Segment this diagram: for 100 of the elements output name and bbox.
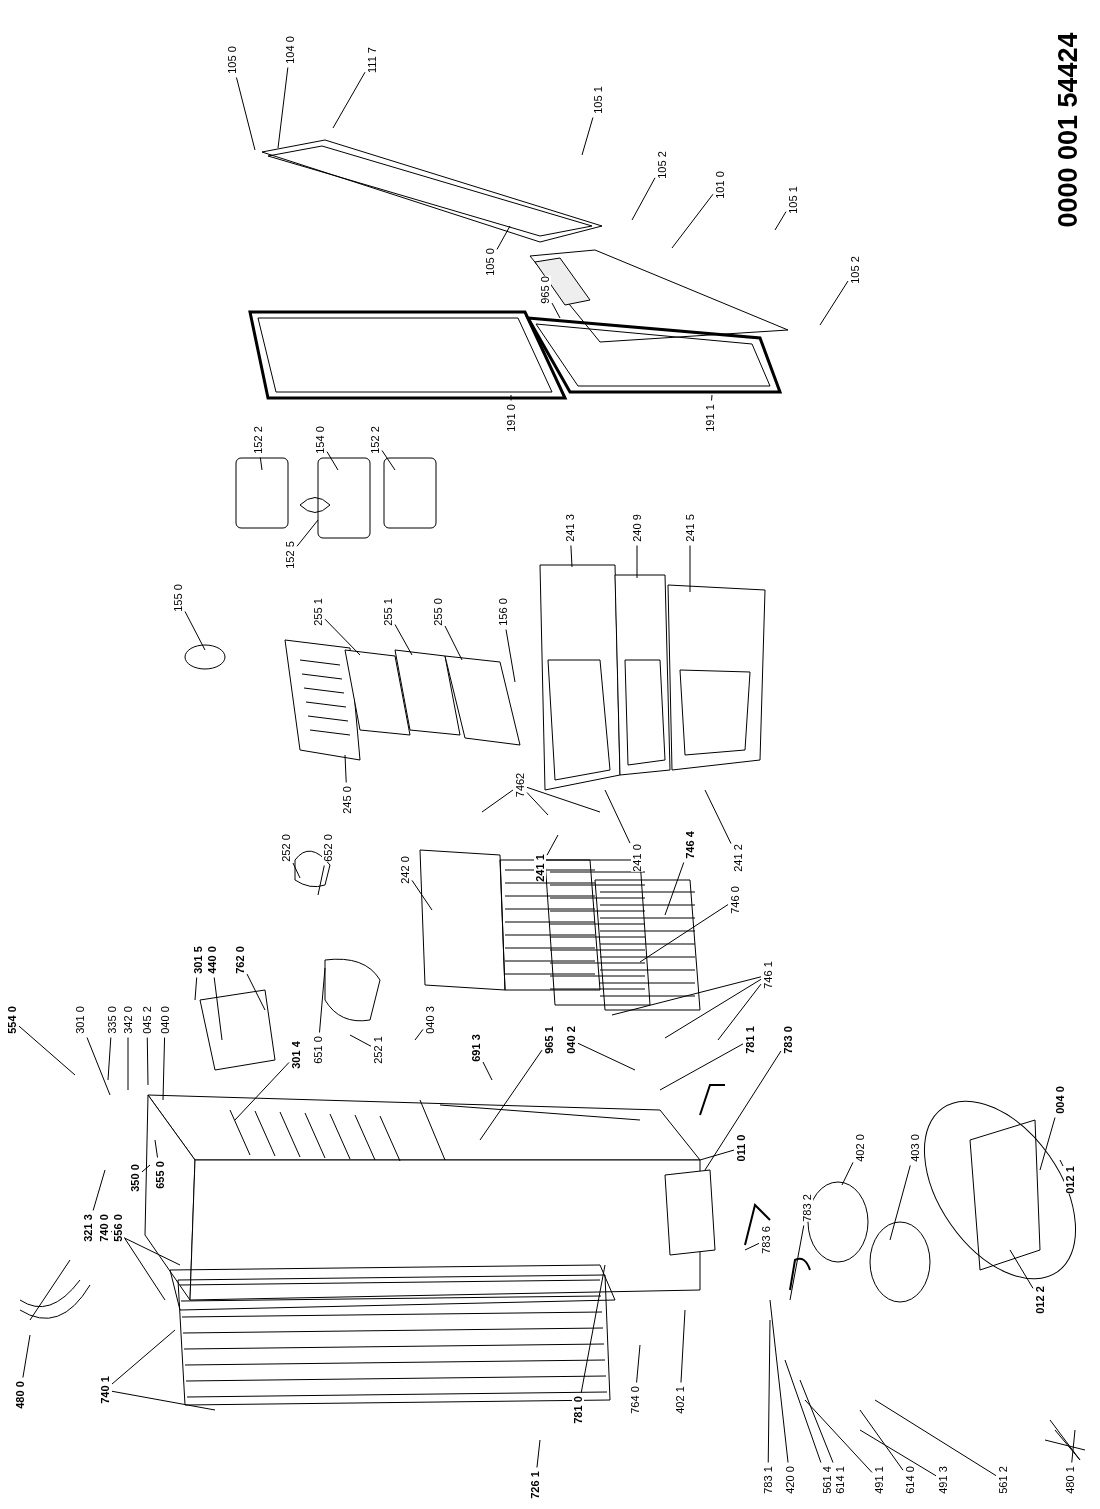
leader-line: [479, 1049, 543, 1141]
leader-line: [859, 1409, 904, 1471]
callout-number: 614 1: [834, 1466, 846, 1494]
callout-number: 255 1: [312, 598, 324, 626]
leader-line: [664, 978, 762, 1039]
callout-number: 152 2: [369, 426, 381, 454]
callout-number: 241 5: [684, 514, 696, 542]
callout-number: 156 0: [497, 598, 509, 626]
callout-number: 783 2: [801, 1194, 813, 1222]
callout-number: 781 0: [572, 1396, 584, 1424]
leader-line: [631, 177, 656, 221]
leader-line: [317, 865, 325, 896]
leader-line: [146, 1037, 149, 1086]
leader-line: [213, 977, 223, 1041]
leader-line: [611, 976, 762, 1016]
leader-line: [411, 879, 433, 911]
leader-line: [510, 394, 512, 401]
leader-line: [86, 1037, 111, 1096]
callout-number: 652 0: [322, 834, 334, 862]
leader-line: [570, 545, 573, 568]
leader-line: [324, 618, 361, 656]
callout-number: 004 0: [1054, 1086, 1066, 1114]
callout-number: 191 1: [704, 404, 716, 432]
callout-number: 350 0: [129, 1164, 141, 1192]
leader-line: [444, 625, 463, 661]
leader-line: [1009, 1249, 1034, 1289]
leader-line: [774, 211, 787, 231]
leader-line: [699, 1149, 735, 1161]
leader-line: [767, 1319, 771, 1463]
callout-number: 740 1: [99, 1376, 111, 1404]
leader-line: [789, 1225, 805, 1301]
leader-line: [235, 77, 256, 151]
callout-number: 561 4: [821, 1466, 833, 1494]
callout-number: 241 1: [534, 854, 546, 882]
leader-line: [154, 1139, 158, 1158]
callout-number: 746 1: [762, 961, 774, 989]
leader-line: [381, 450, 396, 471]
callout-number: 105 0: [484, 248, 496, 276]
callout-number: 764 0: [629, 1386, 641, 1414]
leader-line: [141, 1164, 151, 1173]
callout-number: 301 0: [74, 1006, 86, 1034]
leader-line: [394, 624, 413, 656]
callout-number: 040 3: [424, 1006, 436, 1034]
leader-line: [536, 1439, 541, 1468]
callout-number: 105 1: [592, 86, 604, 114]
leader-line: [482, 1061, 493, 1081]
leader-line: [639, 904, 729, 963]
callout-number: 783 0: [782, 1026, 794, 1054]
callout-number: 655 0: [154, 1161, 166, 1189]
leader-line: [481, 789, 514, 813]
callout-number: 240 9: [631, 514, 643, 542]
leader-line: [296, 519, 319, 547]
callout-number: 783 1: [762, 1466, 774, 1494]
leader-line: [671, 193, 714, 249]
callout-number: 335 0: [106, 1006, 118, 1034]
callout-number: 011 0: [735, 1134, 747, 1162]
leader-line: [784, 1359, 822, 1463]
leader-line: [799, 1379, 834, 1463]
callout-number: 105 2: [656, 151, 668, 179]
leader-line: [259, 457, 263, 471]
leader-line: [580, 1264, 606, 1393]
leader-line: [246, 973, 266, 1011]
leader-line: [111, 1329, 176, 1385]
callout-number: 104 0: [284, 36, 296, 64]
callout-number: 111 7: [366, 47, 378, 73]
callout-number: 491 3: [937, 1466, 949, 1494]
callout-number: 245 0: [341, 786, 353, 814]
leader-line: [1059, 1159, 1064, 1167]
callout-number: 651 0: [312, 1036, 324, 1064]
callout-number: 480 1: [1064, 1466, 1076, 1494]
callout-number: 691 3: [470, 1034, 482, 1062]
callout-number: 154 0: [314, 426, 326, 454]
leader-line: [234, 1061, 290, 1121]
leader-line: [664, 862, 685, 916]
leader-line: [127, 1037, 129, 1091]
leader-line: [22, 1334, 31, 1378]
callout-number: 762 0: [234, 946, 246, 974]
leader-line: [18, 1025, 76, 1076]
leader-line: [577, 1042, 636, 1071]
callout-number: 440 0: [206, 946, 218, 974]
leader-line: [326, 451, 339, 471]
leader-line: [744, 1242, 760, 1251]
leader-line: [717, 983, 762, 1041]
leader-line: [349, 1034, 372, 1047]
leader-line: [711, 394, 713, 401]
callout-number: 746 4: [684, 831, 696, 859]
callout-number: 040 0: [159, 1006, 171, 1034]
callout-number: 241 0: [631, 844, 643, 872]
callout-number: 255 1: [382, 598, 394, 626]
callout-number: 255 0: [432, 598, 444, 626]
leader-line: [1071, 1429, 1076, 1463]
leader-line: [769, 1299, 789, 1463]
leader-line: [804, 1399, 873, 1473]
leader-line: [162, 1037, 166, 1101]
callout-number: 480 0: [14, 1381, 26, 1409]
callout-number: 242 0: [399, 856, 411, 884]
callout-number: 726 1: [529, 1471, 541, 1499]
callout-number: 301 4: [290, 1041, 302, 1069]
leader-line: [505, 629, 516, 683]
callout-number: 191 0: [505, 404, 517, 432]
